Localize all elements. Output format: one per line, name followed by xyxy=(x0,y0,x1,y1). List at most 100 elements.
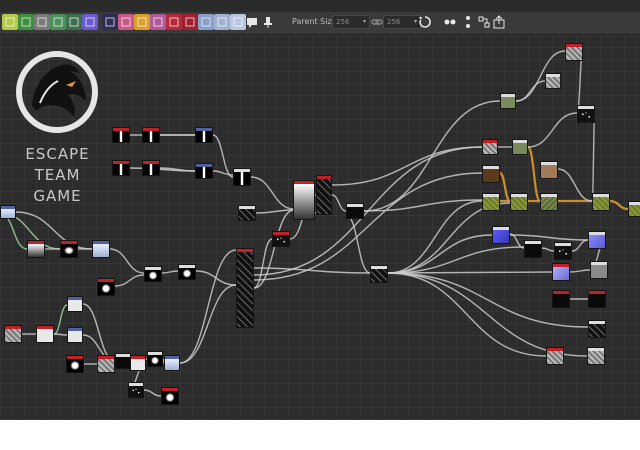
green-square-tool-button[interactable] xyxy=(18,14,34,30)
link-wire xyxy=(387,246,525,274)
levels-tool-button[interactable] xyxy=(66,14,82,30)
node-thumbnail xyxy=(68,331,82,342)
graph-node[interactable] xyxy=(588,231,606,249)
link-wire xyxy=(387,200,483,274)
graph-node[interactable] xyxy=(272,231,290,247)
graph-node[interactable] xyxy=(628,201,640,217)
graph-node[interactable] xyxy=(592,193,610,211)
graph-node[interactable] xyxy=(293,180,315,220)
graph-node[interactable] xyxy=(97,278,115,296)
graph-node[interactable] xyxy=(540,193,558,211)
node-header xyxy=(347,204,363,207)
graph-node[interactable] xyxy=(0,205,16,219)
histogram-tool-button[interactable] xyxy=(102,14,118,30)
node-header xyxy=(98,279,114,282)
node-header xyxy=(483,166,499,169)
graph-node[interactable] xyxy=(233,168,251,186)
graph-node[interactable] xyxy=(161,387,179,405)
graph-node[interactable] xyxy=(524,240,542,258)
graph-node[interactable] xyxy=(552,290,570,308)
graph-node[interactable] xyxy=(370,265,388,283)
link-size-button[interactable] xyxy=(369,14,385,30)
graph-node[interactable] xyxy=(147,351,163,367)
graph-node[interactable] xyxy=(67,296,83,312)
graph-node[interactable] xyxy=(587,347,605,365)
graph-node[interactable] xyxy=(552,263,570,281)
graph-node[interactable] xyxy=(144,266,162,282)
graph-node[interactable] xyxy=(67,327,83,343)
graph-node[interactable] xyxy=(97,355,115,373)
node-header xyxy=(98,356,114,359)
graph-node[interactable] xyxy=(112,127,130,143)
node-graph-canvas[interactable]: ESCAPE TEAM GAME xyxy=(0,35,640,420)
warning-tool-button[interactable] xyxy=(134,14,150,30)
publish-button[interactable] xyxy=(491,14,507,30)
frame-tool-button[interactable] xyxy=(198,14,214,30)
node-thumbnail xyxy=(148,355,162,366)
graph-node[interactable] xyxy=(195,163,213,179)
graph-node[interactable] xyxy=(482,139,498,155)
graph-node[interactable] xyxy=(236,248,254,328)
comment-button[interactable] xyxy=(244,14,260,30)
graph-node[interactable] xyxy=(195,127,213,143)
bitmap-tool-button[interactable] xyxy=(182,14,198,30)
transform-tool-button[interactable] xyxy=(166,14,182,30)
graph-node[interactable] xyxy=(27,240,45,258)
logo-text-line3: GAME xyxy=(33,187,82,205)
graph-node[interactable] xyxy=(590,261,608,279)
graph-node[interactable] xyxy=(482,193,500,211)
graph-node[interactable] xyxy=(346,203,364,219)
node-header xyxy=(294,181,314,184)
graph-node[interactable] xyxy=(142,160,160,176)
graph-node[interactable] xyxy=(115,353,131,369)
node-thumbnail xyxy=(483,169,499,182)
gradient-tool-button[interactable] xyxy=(50,14,66,30)
align-button[interactable] xyxy=(460,14,476,30)
graph-node[interactable] xyxy=(60,240,78,258)
view-mode-button[interactable] xyxy=(442,14,458,30)
height-select[interactable]: 256▾ xyxy=(383,15,421,29)
grayscale-tool-button[interactable] xyxy=(34,14,50,30)
graph-node[interactable] xyxy=(482,165,500,183)
graph-node[interactable] xyxy=(142,127,160,143)
pin-button[interactable] xyxy=(260,14,276,30)
graph-node[interactable] xyxy=(66,355,84,373)
reset-button[interactable] xyxy=(417,14,433,30)
node-header xyxy=(234,169,250,172)
graph-node[interactable] xyxy=(112,160,130,176)
text-tool-button[interactable] xyxy=(150,14,166,30)
split-button[interactable] xyxy=(476,14,492,30)
graph-node[interactable] xyxy=(164,355,180,371)
height-value: 256 xyxy=(387,18,401,26)
graph-node[interactable] xyxy=(565,43,583,61)
graph-node[interactable] xyxy=(546,347,564,365)
graph-node[interactable] xyxy=(512,139,528,155)
node-header xyxy=(546,74,560,77)
graph-node[interactable] xyxy=(92,240,110,258)
curve-tool-button[interactable] xyxy=(118,14,134,30)
link-wire xyxy=(82,303,116,362)
node-header xyxy=(5,326,21,329)
select-tool-button[interactable] xyxy=(214,14,230,30)
link-wire xyxy=(571,239,589,252)
graph-node[interactable] xyxy=(554,242,572,260)
graph-node[interactable] xyxy=(510,193,528,211)
graph-node[interactable] xyxy=(500,93,516,109)
graph-node[interactable] xyxy=(545,73,561,89)
graph-node[interactable] xyxy=(577,105,595,123)
output-tool-button[interactable] xyxy=(230,14,246,30)
graph-node[interactable] xyxy=(128,382,144,398)
graph-node[interactable] xyxy=(492,226,510,244)
color-swatch-tool-button[interactable] xyxy=(2,14,18,30)
graph-node[interactable] xyxy=(130,355,146,371)
graph-node[interactable] xyxy=(588,290,606,308)
graph-node[interactable] xyxy=(316,175,332,215)
graph-node[interactable] xyxy=(238,205,256,221)
graph-node[interactable] xyxy=(540,161,558,179)
graph-node[interactable] xyxy=(588,320,606,338)
color-wheel-tool-button[interactable] xyxy=(82,14,98,30)
graph-node[interactable] xyxy=(178,264,196,280)
graph-node[interactable] xyxy=(36,325,54,343)
width-select[interactable]: 256▾ xyxy=(332,15,370,29)
graph-node[interactable] xyxy=(4,325,22,343)
